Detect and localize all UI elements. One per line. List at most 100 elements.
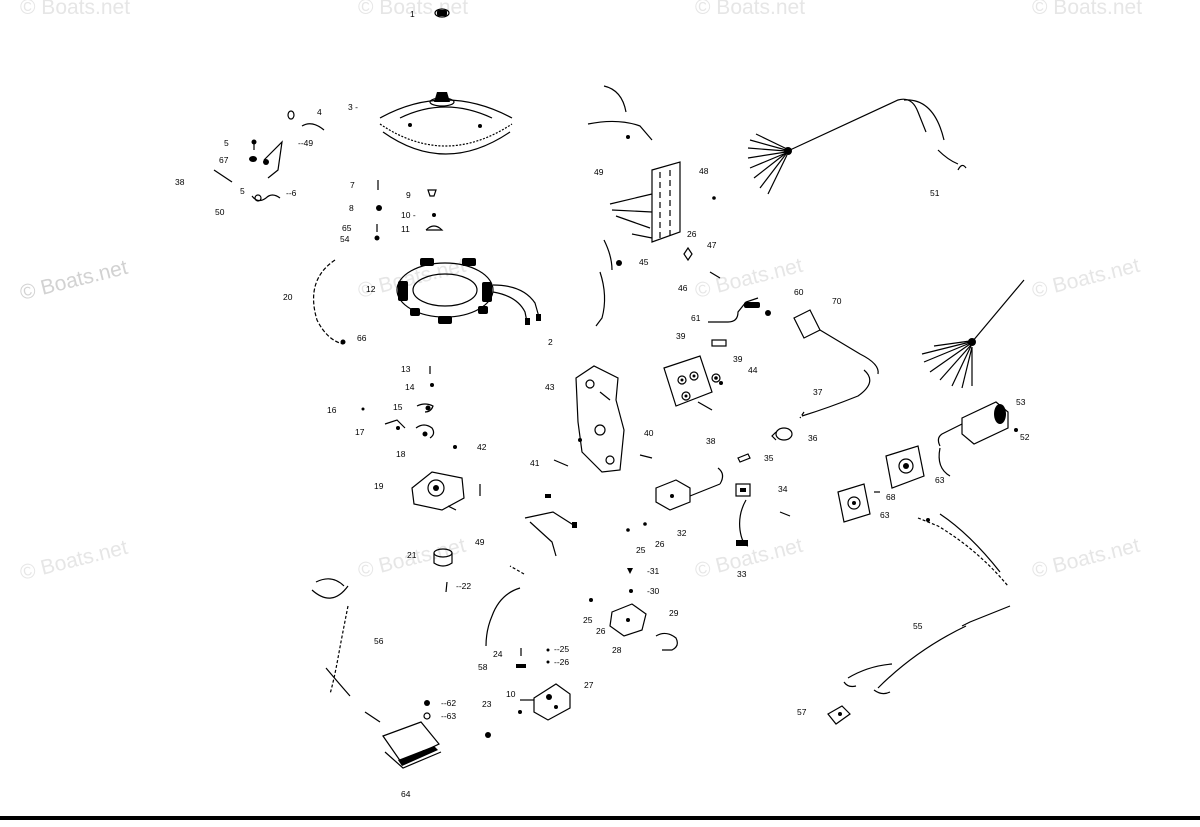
callout-40: 40 [644,428,654,438]
part-37-lead [799,369,871,419]
part-49-wire [263,140,283,179]
callout-31: -31 [647,566,660,576]
callout-4: 4 [317,107,322,117]
callout-63: 63 [880,510,890,520]
part-33-lead [736,499,749,547]
watermark: © Boats.net [18,536,130,585]
callout-51: 51 [930,188,940,198]
callout-16: 16 [327,405,337,415]
callout-45: 45 [639,257,649,267]
callout-layer: 1 3 - 4 5 5 --6 --49 67 38 50 7 8 9 10 -… [175,9,1030,799]
part-3-flywheel [379,92,513,155]
part-22-pin [445,581,448,593]
part-36-boot [771,427,793,441]
part-12-stator [396,258,541,325]
part-53-connector [937,401,1018,477]
part-16-spring [361,407,365,411]
part-70-boot [793,309,879,375]
callout-60: 60 [794,287,804,297]
callout-42: 42 [477,442,487,452]
part-58-bolt [516,664,526,668]
callout-32: 32 [677,528,687,538]
callout-38: 38 [175,177,185,187]
part-26-nut [643,522,647,526]
callout-26: --26 [554,657,569,667]
callout-47: 47 [707,240,717,250]
part-38-screw [213,169,233,183]
watermark: © Boats.net [693,254,805,303]
callout-23: 23 [482,699,492,709]
watermark: © Boats.net [693,534,805,583]
callout-56: 56 [374,636,384,646]
callout-12: 12 [366,284,376,294]
part-25-screw [626,528,630,532]
part-10-nut [432,213,436,217]
callout-10: 10 - [401,210,416,220]
callout-66: 66 [357,333,367,343]
part-18-link [415,424,435,439]
callout-38: 38 [706,436,716,446]
callout-25: 25 [636,545,646,555]
callout-1: 1 [410,9,415,19]
callout-48: 48 [699,166,709,176]
callout-3: 3 - [348,102,358,112]
part-4-clip [287,110,325,131]
callout-25: --25 [554,644,569,654]
callout-41: 41 [530,458,540,468]
callout-49: 49 [475,537,485,547]
part-26-screw [712,196,716,200]
part-1-nut [434,8,450,18]
part-27-rectifier [518,683,571,721]
part-68-plate [874,445,925,493]
part-48-terminal-block [609,161,681,243]
part-50-link [251,194,281,202]
callout-36: 36 [808,433,818,443]
callout-39: 39 [733,354,743,364]
part-66-screw [340,339,346,345]
watermark: © Boats.net [1032,0,1142,19]
part-19-timer-base [411,471,481,511]
callout-27: 27 [584,680,594,690]
part-64-power-pack [364,700,442,769]
callout-5: 5 [240,186,245,196]
callout-50: 50 [215,207,225,217]
callout-2: 2 [548,337,553,347]
part-35-clip [737,453,751,463]
callout-19: 19 [374,481,384,491]
parts-layer [213,8,1025,769]
callout-13: 13 [401,364,411,374]
part-17-pin [384,419,406,430]
callout-33: 33 [737,569,747,579]
callout-17: 17 [355,427,365,437]
callout-70: 70 [832,296,842,306]
part-9-clamp [427,189,437,197]
part-51-harness [747,98,967,195]
part-20-harness [313,259,344,345]
callout-14: 14 [405,382,415,392]
callout-7: 7 [350,180,355,190]
callout-24: 24 [493,649,503,659]
callout-22: --22 [456,581,471,591]
part-39-terminal-board [663,355,713,411]
callout-26: 26 [596,626,606,636]
part-44-nut [711,373,723,385]
callout-44: 44 [748,365,758,375]
callout-43: 43 [545,382,555,392]
watermark: © Boats.net [1030,254,1142,303]
callout-28: 28 [612,645,622,655]
callout-46: 46 [678,283,688,293]
part-26-washer [546,660,550,664]
callout-55: 55 [913,621,923,631]
part-60-nut [765,310,771,316]
part-57-clip [827,705,851,725]
part-63-bezel [837,483,871,523]
part-25-washer [546,648,550,652]
callout-10: 10 [506,689,516,699]
watermark-layer: © Boats.net © Boats.net © Boats.net © Bo… [18,0,1143,585]
part-8-washer [376,205,382,211]
part-14-washer [430,383,434,387]
part-11-bracket [425,225,444,231]
callout-67: 67 [219,155,229,165]
part-67-washer [249,156,257,162]
